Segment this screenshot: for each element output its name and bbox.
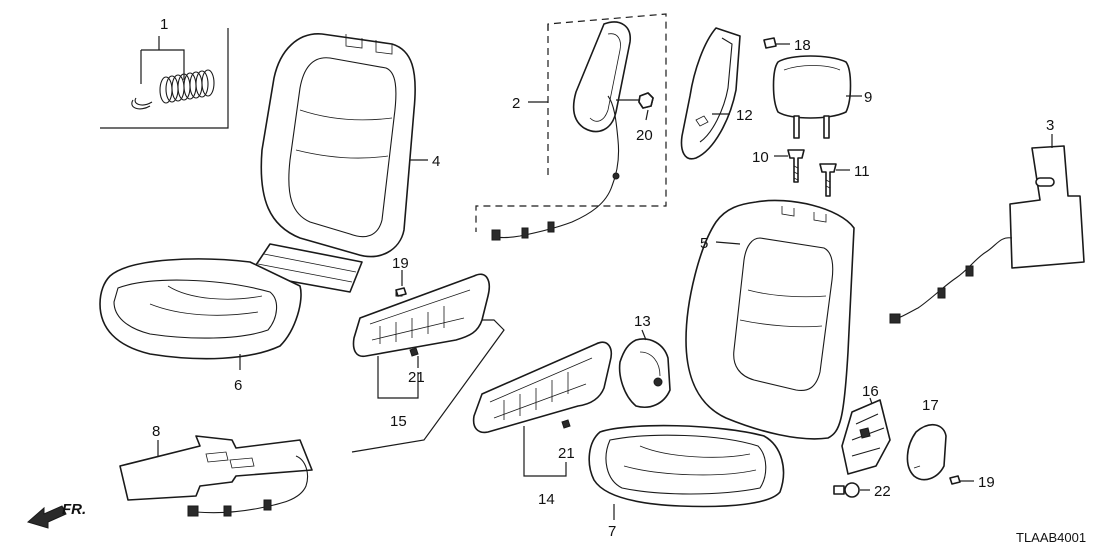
leader-lines xyxy=(239,101,730,370)
part-11-headrest-guide-free xyxy=(819,163,850,197)
callout-8: 8 xyxy=(152,423,160,440)
callout-11: 11 xyxy=(854,163,870,180)
callout-2: 2 xyxy=(512,95,520,112)
part-12-back-side-trim xyxy=(680,27,741,160)
callout-21-right: 21 xyxy=(558,445,575,462)
callout-16: 16 xyxy=(862,383,879,400)
callout-6: 6 xyxy=(234,377,242,394)
part-5-seat-back-assembly xyxy=(685,199,855,440)
callout-1: 1 xyxy=(160,16,168,33)
callout-15: 15 xyxy=(390,413,407,430)
callout-19-left: 19 xyxy=(392,255,409,272)
callout-20: 20 xyxy=(636,127,653,144)
part-7-seat-cushion-assembly xyxy=(588,424,785,520)
part-9-headrest xyxy=(772,55,862,139)
callout-labels: 1 2 3 4 5 6 7 8 9 10 11 12 13 14 15 16 1… xyxy=(152,16,1054,540)
part-13-trim-cover xyxy=(618,329,671,408)
direction-label: FR. xyxy=(62,501,86,518)
callout-4: 4 xyxy=(432,153,440,170)
part-16-recliner-bracket xyxy=(841,397,891,475)
part-8-seat-cushion-heater xyxy=(119,435,313,517)
callout-13: 13 xyxy=(634,313,651,330)
part-1-hog-ring-kit xyxy=(100,28,229,129)
callout-3: 3 xyxy=(1046,117,1054,134)
callout-9: 9 xyxy=(864,89,872,106)
part-6-seat-cushion-cover xyxy=(99,258,302,360)
callout-18: 18 xyxy=(794,37,811,54)
part-22-clip xyxy=(833,482,870,498)
part-19-screw-right xyxy=(949,475,974,485)
callout-14: 14 xyxy=(538,491,555,508)
part-4-seat-back-cover xyxy=(249,33,416,293)
diagram-code: TLAAB4001 xyxy=(1016,530,1086,545)
callout-10: 10 xyxy=(752,149,769,166)
callout-19-right: 19 xyxy=(978,474,995,491)
callout-7: 7 xyxy=(608,523,616,540)
part-20-nut xyxy=(638,92,654,109)
part-3-seat-back-heater xyxy=(889,134,1085,324)
part-14-side-frame-right xyxy=(472,341,612,477)
part-19-screw-left xyxy=(395,270,407,297)
callout-22: 22 xyxy=(874,483,891,500)
callout-17: 17 xyxy=(922,397,939,414)
part-15-side-frame-left xyxy=(351,273,505,453)
part-17-recliner-cover xyxy=(906,424,947,481)
front-direction-arrow: FR. xyxy=(26,501,86,529)
callout-12: 12 xyxy=(736,107,753,124)
part-18-screw xyxy=(763,37,790,49)
callout-21-left: 21 xyxy=(408,369,425,386)
part-10-headrest-guide-locking xyxy=(774,149,805,183)
callout-5: 5 xyxy=(700,235,708,252)
